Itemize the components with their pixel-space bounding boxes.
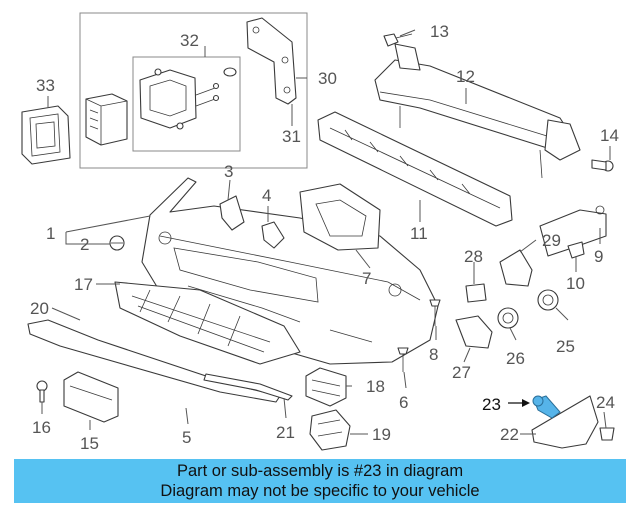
sensor-bracket bbox=[139, 67, 237, 130]
callout-16: 16 bbox=[32, 418, 51, 437]
holder-27 bbox=[455, 315, 493, 349]
callout-22: 22 bbox=[500, 425, 519, 444]
callout-33: 33 bbox=[36, 76, 55, 95]
bracket-29 bbox=[499, 249, 533, 287]
callout-14: 14 bbox=[600, 126, 619, 145]
callout-23: 23 bbox=[482, 395, 501, 414]
sensor-10 bbox=[567, 241, 585, 259]
callout-20: 20 bbox=[30, 299, 49, 318]
callout-3: 3 bbox=[224, 162, 233, 181]
callout-25: 25 bbox=[556, 337, 575, 356]
callout-7: 7 bbox=[362, 269, 371, 288]
sensor-28 bbox=[465, 283, 487, 303]
info-banner: Part or sub-assembly is #23 in diagram D… bbox=[14, 459, 626, 503]
sensor-housing bbox=[21, 105, 71, 165]
fog-bezel-18 bbox=[305, 367, 347, 407]
sensor-25 bbox=[537, 289, 559, 311]
highlighted-part-23 bbox=[532, 395, 561, 419]
callout-17: 17 bbox=[74, 275, 93, 294]
callout-10: 10 bbox=[566, 274, 585, 293]
callout-labels: 1 2 3 4 5 6 7 8 9 10 11 12 13 14 15 16 1… bbox=[30, 22, 619, 453]
callout-26: 26 bbox=[506, 349, 525, 368]
callout-12: 12 bbox=[456, 67, 475, 86]
inset-frame bbox=[79, 12, 308, 169]
callout-5: 5 bbox=[182, 428, 191, 447]
clip-24 bbox=[599, 427, 615, 441]
sub-inset-frame bbox=[132, 56, 241, 152]
clip-16 bbox=[36, 380, 48, 403]
support-7 bbox=[299, 183, 381, 251]
screw-6 bbox=[397, 347, 409, 372]
callout-31: 31 bbox=[282, 127, 301, 146]
callout-19: 19 bbox=[372, 425, 391, 444]
bracket-9 bbox=[539, 205, 607, 257]
callout-13: 13 bbox=[430, 22, 449, 41]
screw-8 bbox=[429, 299, 441, 326]
callout-18: 18 bbox=[366, 377, 385, 396]
fog-bezel-19 bbox=[309, 409, 351, 451]
callout-4: 4 bbox=[262, 186, 271, 205]
callout-28: 28 bbox=[464, 247, 483, 266]
cap-2 bbox=[109, 235, 125, 251]
callout-15: 15 bbox=[80, 434, 99, 453]
callout-32: 32 bbox=[180, 31, 199, 50]
energy-absorber bbox=[317, 111, 513, 227]
callout-2: 2 bbox=[80, 235, 89, 254]
callout-21: 21 bbox=[276, 423, 295, 442]
control-module bbox=[85, 93, 128, 146]
bolt-14 bbox=[591, 159, 614, 172]
ring-26 bbox=[497, 307, 519, 329]
license-plate-15 bbox=[63, 371, 119, 423]
callout-9: 9 bbox=[594, 247, 603, 266]
bolt-13 bbox=[383, 33, 413, 47]
bracket-3 bbox=[219, 195, 245, 231]
bracket-4 bbox=[261, 221, 285, 249]
impact-bar bbox=[374, 43, 581, 179]
callout-30: 30 bbox=[318, 69, 337, 88]
strip-21 bbox=[203, 373, 293, 401]
callout-8: 8 bbox=[429, 345, 438, 364]
callout-6: 6 bbox=[399, 393, 408, 412]
leader-lines bbox=[41, 29, 611, 435]
banner-line-1: Part or sub-assembly is #23 in diagram bbox=[176, 462, 464, 480]
callout-11: 11 bbox=[410, 224, 428, 243]
callout-29: 29 bbox=[542, 231, 561, 250]
callout-1: 1 bbox=[46, 224, 55, 243]
callout-24: 24 bbox=[596, 393, 615, 412]
callout-27: 27 bbox=[452, 363, 471, 382]
mounting-bracket bbox=[246, 17, 297, 105]
lower-grille bbox=[114, 281, 301, 365]
banner-line-2: Diagram may not be specific to your vehi… bbox=[160, 482, 480, 500]
bracket-22 bbox=[531, 395, 599, 449]
